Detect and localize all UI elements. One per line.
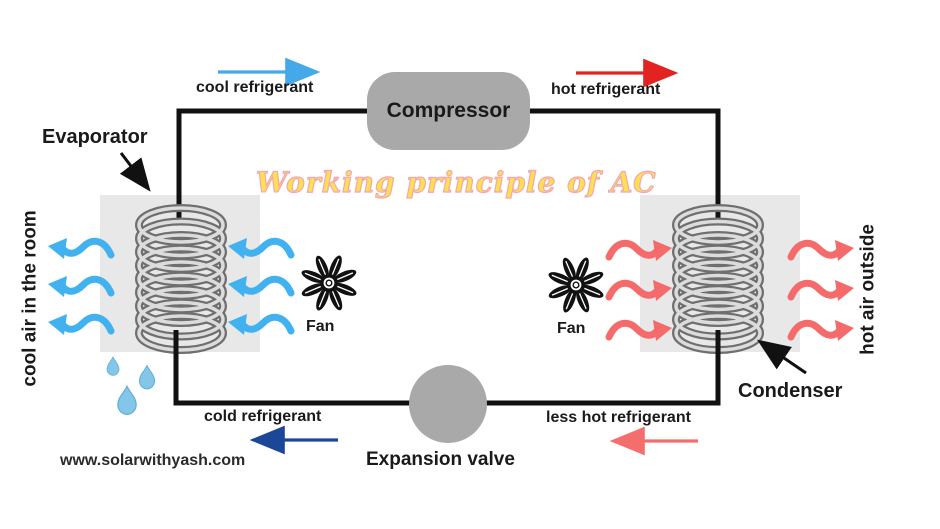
hot-air-label: hot air outside xyxy=(857,223,879,355)
evaporator-coil-icon xyxy=(135,204,227,403)
fan-left-icon xyxy=(299,253,359,313)
condenser-label: Condenser xyxy=(738,380,843,402)
cool-refrigerant-label: cool refrigerant xyxy=(196,79,314,96)
less-hot-refrigerant-label: less hot refrigerant xyxy=(546,409,691,426)
fan-right-label: Fan xyxy=(557,320,586,337)
compressor-label: Compressor xyxy=(386,99,511,123)
compressor-shape xyxy=(367,72,530,150)
diagram-title: Working principle of AC xyxy=(255,166,657,199)
hot-refrigerant-label: hot refrigerant xyxy=(551,81,661,98)
fan-left-label: Fan xyxy=(306,318,335,335)
expansion-valve-label: Expansion valve xyxy=(366,449,515,470)
expansion-valve-shape xyxy=(409,365,487,443)
evaporator-pointer-arrow xyxy=(119,152,151,192)
evaporator-label: Evaporator xyxy=(42,126,148,148)
fan-right-icon xyxy=(546,255,606,315)
watermark: www.solarwithyash.com xyxy=(60,452,246,469)
condenser-pointer-arrow xyxy=(757,339,807,375)
water-droplets-icon xyxy=(106,356,156,415)
condenser-coil-icon xyxy=(672,204,764,403)
cool-air-label: cool air in the room xyxy=(19,210,41,387)
cold-refrigerant-label: cold refrigerant xyxy=(204,408,322,425)
